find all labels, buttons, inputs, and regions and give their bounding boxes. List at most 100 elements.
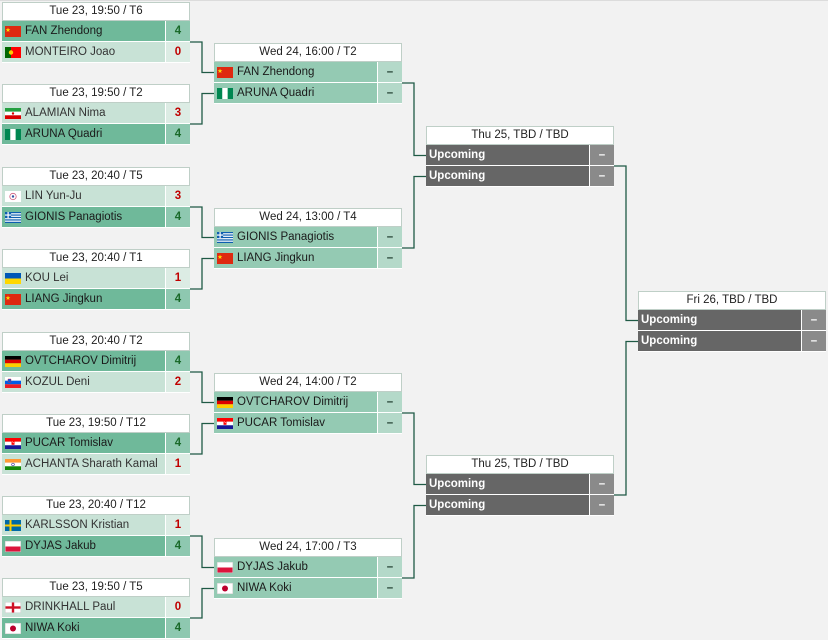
player-score: – [377,227,402,247]
match-time-header: Tue 23, 19:50 / T6 [2,2,190,21]
player-score: 0 [165,42,190,62]
player-name: ALAMIAN Nima [25,107,106,119]
player-score: – [589,474,614,494]
player-name: GIONIS Panagiotis [237,231,335,243]
player-name: LIANG Jingkun [237,252,315,264]
jpn-flag-icon [217,582,233,594]
player-score: 4 [165,433,190,453]
player-score: 4 [165,618,190,638]
match-time-header: Tue 23, 20:40 / T12 [2,496,190,515]
player-score: – [377,413,402,433]
cro-flag-icon [5,437,21,449]
match-time-header: Wed 24, 17:00 / T3 [214,538,402,557]
player-name: ACHANTA Sharath Kamal [25,458,158,470]
pol-flag-icon [217,561,233,573]
player-score: 4 [165,536,190,556]
player-score: 3 [165,186,190,206]
upcoming-player-row[interactable]: Upcoming– [638,310,826,331]
player-row[interactable]: PUCAR Tomislav – [214,413,402,434]
ngr-flag-icon [217,87,233,99]
match-time-header: Wed 24, 16:00 / T2 [214,43,402,62]
player-score: 1 [165,268,190,288]
ind-flag-icon [5,458,21,470]
match-time-header: Tue 23, 19:50 / T12 [2,414,190,433]
player-score: – [377,83,402,103]
player-row[interactable]: GIONIS Panagiotis – [214,227,402,248]
player-score: – [377,62,402,82]
match-time-header: Tue 23, 20:40 / T5 [2,167,190,186]
chn-flag-icon [217,252,233,264]
top-border [0,0,828,1]
player-score: 4 [165,21,190,41]
player-row[interactable]: NIWA Koki– [214,578,402,599]
player-row[interactable]: DYJAS Jakub– [214,557,402,578]
upcoming-player-row[interactable]: Upcoming – [638,331,826,352]
player-name: MONTEIRO Joao [25,46,116,58]
upcoming-player-row[interactable]: Upcoming– [426,145,614,166]
player-score: – [801,331,826,351]
player-name: KOU Lei [25,272,69,284]
player-row[interactable]: ARUNA Quadri– [214,83,402,104]
player-name: LIN Yun-Ju [25,190,82,202]
match-time-header: Wed 24, 13:00 / T4 [214,208,402,227]
player-name: DYJAS Jakub [237,561,308,573]
slo-flag-icon [5,376,21,388]
player-row[interactable]: OVTCHAROV Dimitrij– [214,392,402,413]
player-name: PUCAR Tomislav [237,417,325,429]
player-score: – [589,166,614,186]
upcoming-player-row[interactable]: Upcoming – [426,474,614,495]
player-name: KOZUL Deni [25,376,90,388]
upcoming-player-row[interactable]: Upcoming – [426,166,614,187]
player-name: Upcoming [429,170,486,182]
match-time-header: Fri 26, TBD / TBD [638,291,826,310]
player-row[interactable]: MONTEIRO Joao 0 [2,42,190,63]
player-row[interactable]: LIANG Jingkun– [214,248,402,269]
player-name: DYJAS Jakub [25,540,96,552]
gre-flag-icon [217,231,233,243]
player-row[interactable]: DYJAS Jakub 4 [2,536,190,557]
player-name: ARUNA Quadri [25,128,103,140]
player-name: PUCAR Tomislav [25,437,113,449]
player-row[interactable]: KOZUL Deni 2 [2,372,190,393]
player-row[interactable]: ARUNA Quadri 4 [2,124,190,145]
player-row[interactable]: KOU Lei 1 [2,268,190,289]
player-name: Upcoming [641,335,698,347]
player-score: 2 [165,372,190,392]
match-time-header: Thu 25, TBD / TBD [426,126,614,145]
player-score: 4 [165,124,190,144]
player-row[interactable]: LIN Yun-Ju 3 [2,186,190,207]
jpn-flag-icon [5,622,21,634]
player-row[interactable]: FAN Zhendong– [214,62,402,83]
player-row[interactable]: PUCAR Tomislav 4 [2,433,190,454]
tpe-flag-icon [5,190,21,202]
chn-flag-icon [217,66,233,78]
player-name: Upcoming [429,478,486,490]
chn-flag-icon [5,25,21,37]
upcoming-player-row[interactable]: Upcoming– [426,495,614,516]
